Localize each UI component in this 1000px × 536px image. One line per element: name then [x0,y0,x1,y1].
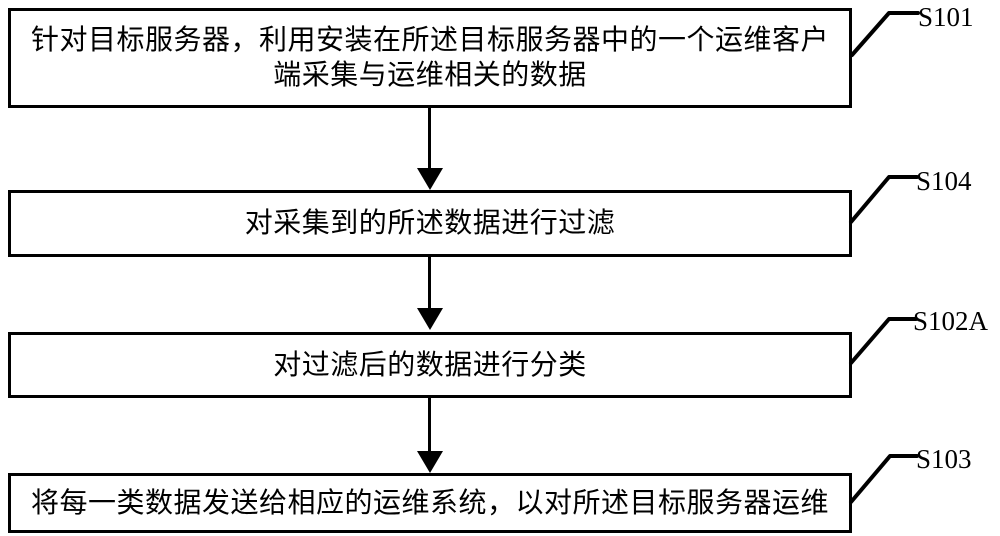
flow-arrow-line [428,257,431,310]
flow-arrow-down-icon [417,168,443,190]
flow-step-box-s104: 对采集到的所述数据进行过滤 [8,190,852,257]
flow-arrow-down-icon [417,308,443,330]
connector-line-s104 [849,175,919,224]
step-label-s101: S101 [918,2,974,32]
step-label-s104: S104 [916,166,972,196]
flow-arrow-line [428,108,431,170]
connector-line-s101 [850,11,920,57]
flow-step-text: 对过滤后的数据进行分类 [273,349,587,381]
flow-step-text: 针对目标服务器，利用安装在所述目标服务器中的一个运维客户端采集与运维相关的数据 [30,25,829,91]
step-label-s102a: S102A [913,306,989,336]
flow-arrow-down-icon [417,451,443,473]
flow-step-box-s101: 针对目标服务器，利用安装在所述目标服务器中的一个运维客户端采集与运维相关的数据 [8,8,852,108]
flow-step-box-s102a: 对过滤后的数据进行分类 [8,332,852,398]
flow-step-box-s103: 将每一类数据发送给相应的运维系统，以对所述目标服务器运维 [8,473,852,533]
connector-line-s103 [849,454,919,504]
flow-arrow-line [428,398,431,453]
step-label-s103: S103 [916,444,972,474]
flow-step-text: 对采集到的所述数据进行过滤 [244,208,616,239]
connector-line-s102a [849,317,918,365]
flow-step-text: 将每一类数据发送给相应的运维系统，以对所述目标服务器运维 [30,487,829,519]
